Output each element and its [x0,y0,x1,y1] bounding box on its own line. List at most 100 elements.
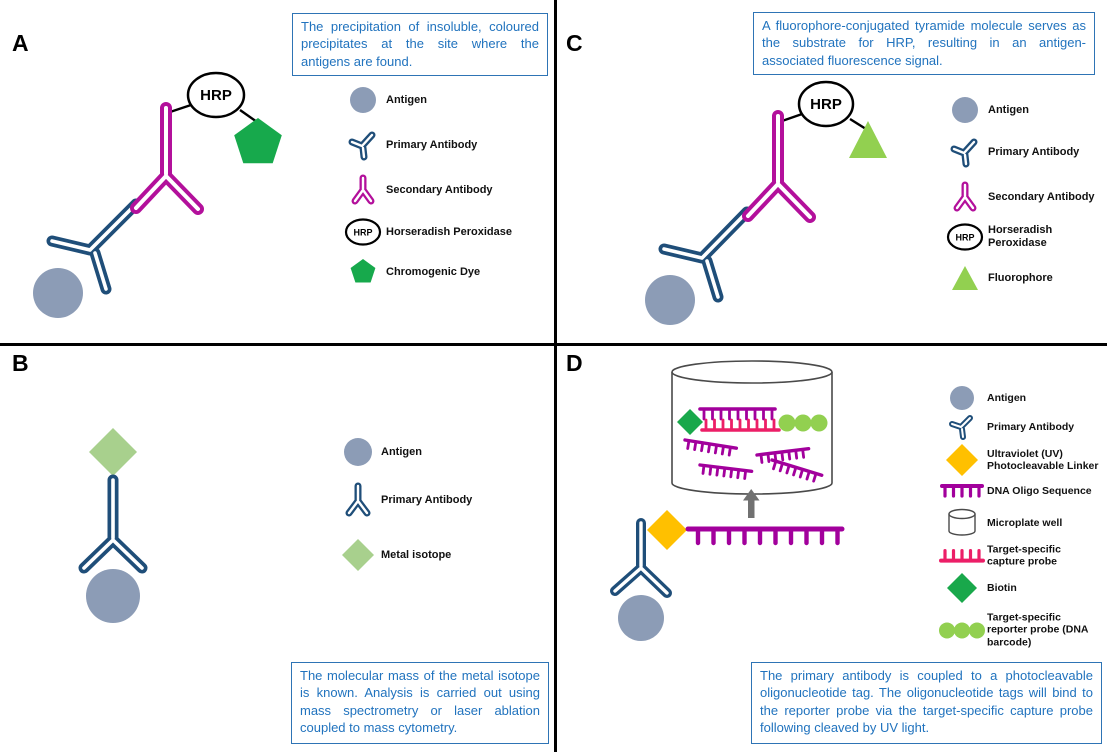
legend-item: Secondary Antibody [942,181,1095,213]
legend-label: Antigen [988,103,1029,116]
legend-label: Metal isotope [381,548,452,561]
legend-label: Ultraviolet (UV) Photocleavable Linker [987,447,1099,472]
secondary-antibody-shape [742,110,816,223]
horizontal-divider [0,343,1107,346]
hrp-enzyme-shape [186,71,246,119]
hrp-enzyme-label: HRP [200,87,232,104]
legend-item: Ultraviolet (UV) Photocleavable Linker [937,442,1099,478]
legend-label: Secondary Antibody [988,190,1095,203]
legend-label: Biotin [987,581,1017,594]
primary-antibody-shape [78,474,148,574]
primary-antibody-icon [942,136,988,168]
microplate-well-icon [937,507,987,539]
legend-item: Primary Antibody [335,482,472,518]
panel-b-letter: B [12,350,29,376]
legend-item: Biotin [937,571,1099,605]
panel-c: C HRP A fluorophore-conjugated tyramide … [557,0,1107,343]
dna-oligo-strand [698,407,777,421]
uv-photocleavable-linker-shape [647,510,687,550]
antigen-circle-icon [937,385,987,411]
vertical-divider [554,0,557,752]
legend-item: HRP Horseradish Peroxidase [942,222,1107,252]
hrp-enzyme-shape [797,80,855,128]
metal-isotope-shape [89,428,137,476]
panel-c-caption: A fluorophore-conjugated tyramide molecu… [753,12,1095,75]
panel-a: A HRP The precipitation of insoluble, [0,0,554,343]
legend-label: Antigen [386,93,427,106]
panel-d-diagram [610,360,845,641]
panel-b-diagram [78,428,148,623]
legend-label: Microplate well [987,516,1063,529]
legend-item: Microplate well [937,507,1099,539]
antigen-shape [33,268,83,318]
legend-label: Target-specific capture probe [987,543,1061,568]
panel-c-letter: C [566,30,583,56]
hrp-connector-line [239,109,258,123]
legend-label: Chromogenic Dye [386,265,481,278]
panel-a-diagram: HRP [33,71,282,318]
legend-label: Primary Antibody [987,420,1075,433]
metal-isotope-diamond-icon [335,537,381,573]
svg-text:HRP: HRP [353,228,372,238]
legend-label: Horseradish Peroxidase [386,225,512,238]
antigen-circle-icon [942,96,988,124]
legend-label: Antigen [987,391,1027,404]
panel-a-letter: A [12,30,29,56]
legend-item: Metal isotope [335,537,451,573]
legend-item: Primary Antibody [937,413,1099,441]
primary-antibody-icon [937,413,987,441]
antigen-shape [645,275,695,325]
biotin-shape [677,409,703,435]
chromogenic-dye-shape [234,118,282,164]
panel-d-caption: The primary antibody is coupled to a pho… [751,662,1102,744]
chromogenic-pentagon-icon [340,256,386,288]
panel-d: D [557,346,1107,752]
primary-antibody-shape [610,518,672,598]
panel-c-diagram: HRP [645,80,887,325]
up-arrow-icon [743,489,760,518]
legend-item: Antigen [942,96,1029,124]
biotin-diamond-icon [937,571,987,605]
hrp-enzyme-label: HRP [810,96,842,113]
legend-label: Antigen [381,445,422,458]
legend-item: Fluorophore [942,263,1053,293]
reporter-probe-circles-icon [937,620,987,640]
legend-item: Primary Antibody [340,129,477,161]
hrp-connector-line [849,117,867,131]
legend-item: Antigen [335,437,422,467]
primary-antibody-shape [658,206,753,303]
hrp-ellipse-icon: HRP [942,222,988,252]
antigen-shape [86,569,140,623]
legend-item: Secondary Antibody [340,174,493,206]
legend-label: Fluorophore [988,271,1053,284]
fluorophore-shape [849,121,887,158]
panel-b: B The molecular mass of the metal isotop… [0,346,554,752]
legend-label: Primary Antibody [386,138,478,151]
legend-label: Primary Antibody [381,493,473,506]
panel-a-caption: The precipitation of insoluble, coloured… [292,13,548,76]
primary-antibody-icon [335,482,381,518]
legend-label: DNA Oligo Sequence [987,484,1092,497]
secondary-antibody-icon [942,181,988,213]
legend-label: Secondary Antibody [386,183,493,196]
legend-label: Horseradish Peroxidase [988,224,1053,249]
antigen-shape [618,595,664,641]
uv-linker-diamond-icon [937,442,987,478]
dna-oligo-comb-icon [937,482,987,500]
legend-item: Chromogenic Dye [340,256,480,288]
panel-b-caption: The molecular mass of the metal isotope … [291,662,549,744]
legend-item: Target-specific capture probe [937,544,1099,569]
antigen-circle-icon [340,86,386,114]
legend-label: Target-specific reporter probe (DNA barc… [987,611,1089,649]
legend-item: HRP Horseradish Peroxidase [340,217,512,247]
legend-item: Antigen [937,385,1099,411]
fluorophore-triangle-icon [942,263,988,293]
primary-antibody-icon [340,129,386,161]
legend-item: DNA Oligo Sequence [937,482,1099,500]
capture-probe-comb-icon [937,547,987,565]
panel-d-letter: D [566,350,583,376]
secondary-antibody-icon [340,174,386,206]
hrp-ellipse-icon: HRP [340,217,386,247]
legend-label: Primary Antibody [988,145,1080,158]
